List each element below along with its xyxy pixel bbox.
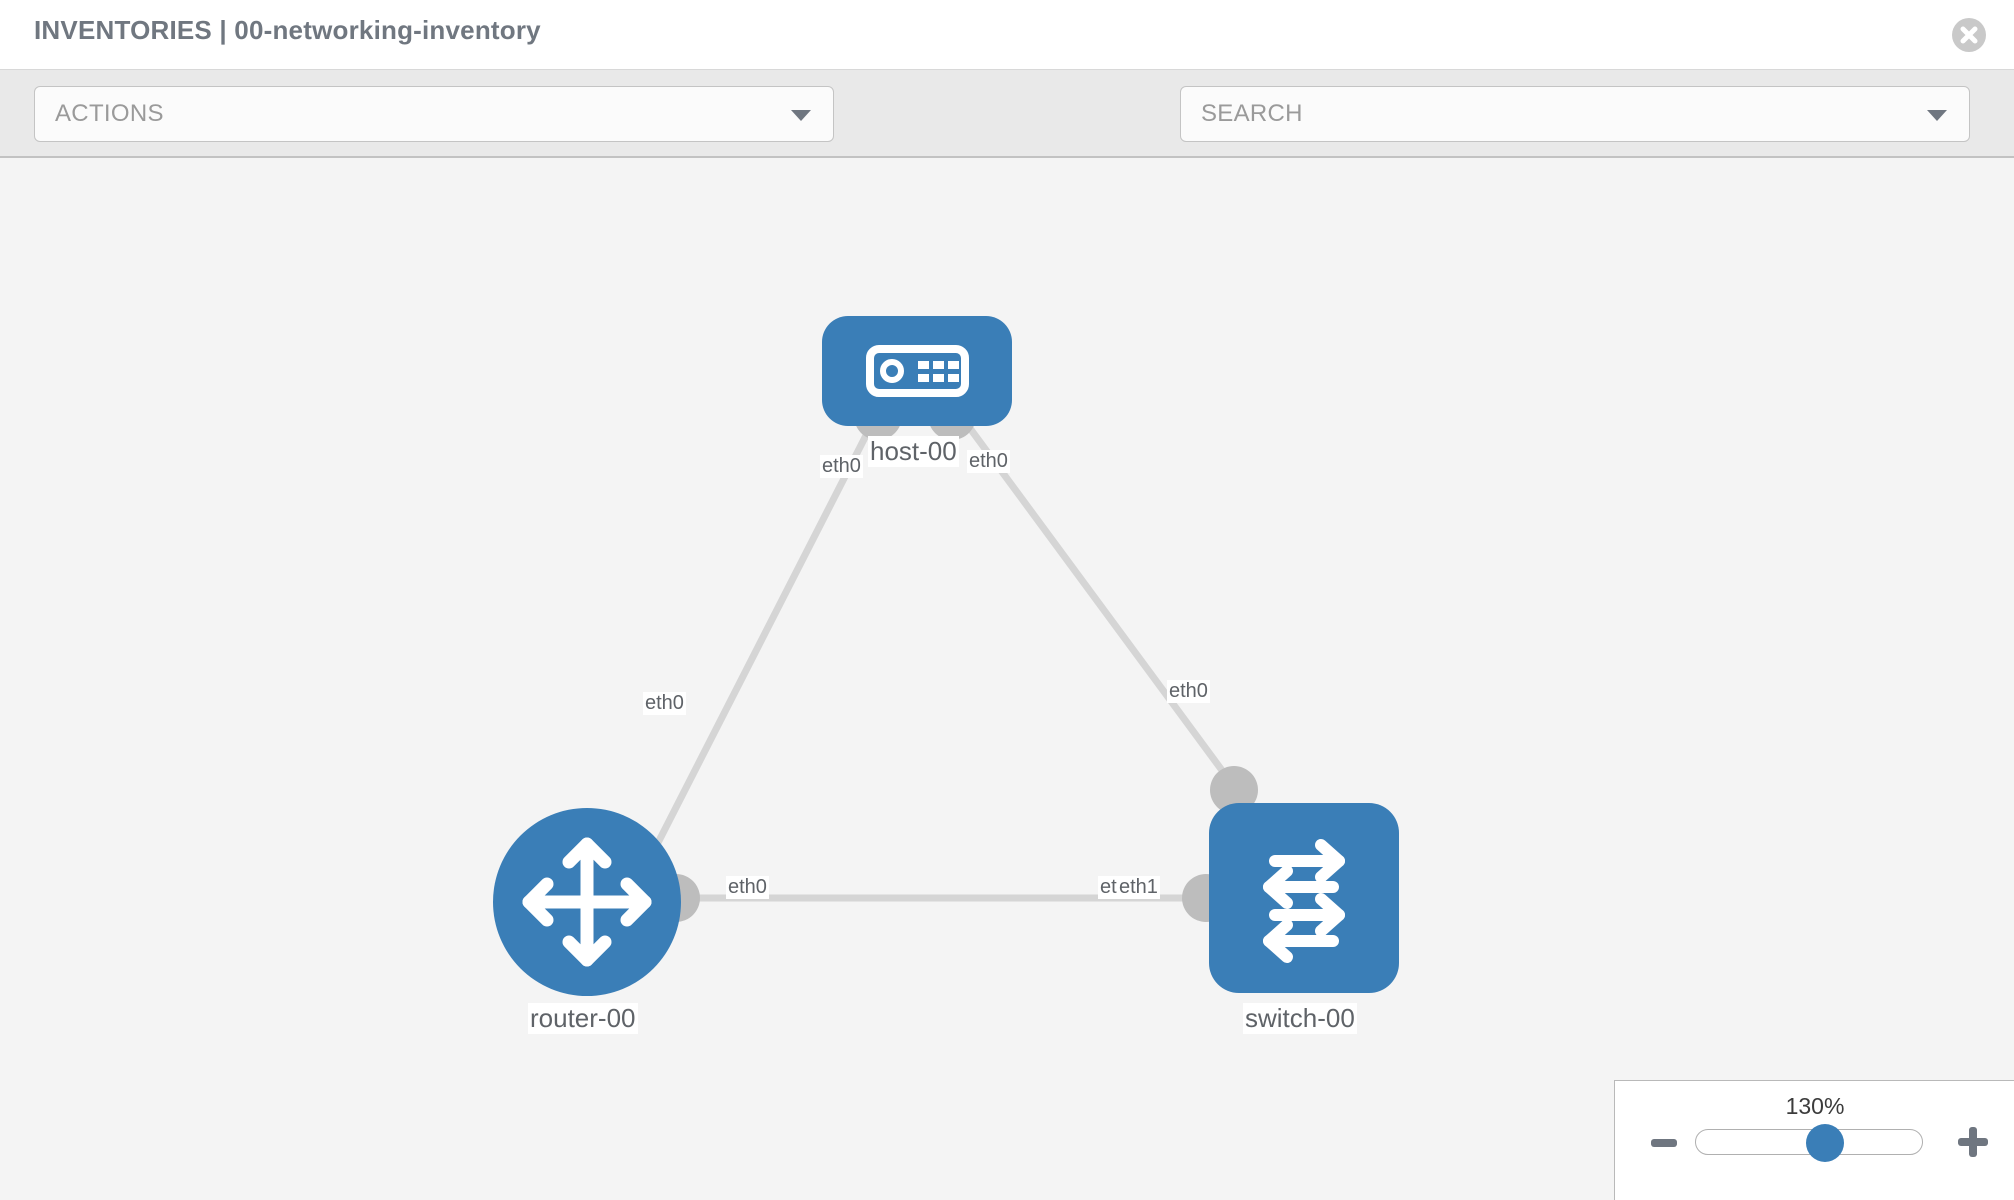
zoom-control-panel: 130% xyxy=(1614,1080,2014,1200)
switch-icon xyxy=(1263,839,1345,963)
edge-label-host-right-eth0: eth0 xyxy=(967,450,1010,473)
node-host-00-shape xyxy=(822,316,1012,426)
node-switch-00[interactable] xyxy=(1209,803,1399,993)
edge-label-switch-left-eth1: eth1 xyxy=(1117,876,1160,899)
search-input-value: SEARCH xyxy=(1201,100,1303,127)
node-label-host-00: host-00 xyxy=(868,436,959,467)
edge-label-switch-up-eth0: eth0 xyxy=(1167,680,1210,703)
chevron-down-icon xyxy=(791,110,811,121)
node-host-00[interactable] xyxy=(822,316,1012,426)
zoom-slider-thumb[interactable] xyxy=(1806,1124,1845,1162)
toolbar: ACTIONS SEARCH xyxy=(0,70,2014,192)
node-router-00[interactable] xyxy=(493,808,681,996)
minus-icon[interactable] xyxy=(1651,1139,1677,1147)
search-input[interactable]: SEARCH xyxy=(1180,86,1970,142)
edge-host-router xyxy=(636,404,884,882)
actions-dropdown-label: ACTIONS xyxy=(55,100,164,127)
zoom-slider[interactable] xyxy=(1695,1124,1923,1162)
router-icon xyxy=(522,837,652,967)
topology-graph xyxy=(636,392,1258,922)
edge-label-router-right-eth0: eth0 xyxy=(726,876,769,899)
edge-label-host-left-eth0: eth0 xyxy=(820,455,863,478)
close-icon[interactable] xyxy=(1952,18,1986,52)
topology-canvas[interactable]: host-00 router-00 switch-00 eth0 eth0 et… xyxy=(0,158,2014,1200)
actions-dropdown[interactable]: ACTIONS xyxy=(34,86,834,142)
plus-icon[interactable] xyxy=(1958,1127,1988,1157)
server-icon xyxy=(866,345,969,397)
page-title: INVENTORIES | 00-networking-inventory xyxy=(34,15,541,45)
close-icon-glyph xyxy=(1960,26,1978,44)
page-header: INVENTORIES | 00-networking-inventory xyxy=(0,0,2014,70)
edge-label-router-up-eth0: eth0 xyxy=(643,692,686,715)
endpoint-switch-top xyxy=(1210,766,1258,814)
node-label-router-00: router-00 xyxy=(528,1003,638,1034)
zoom-level-value: 130% xyxy=(1785,1093,1845,1119)
node-label-switch-00: switch-00 xyxy=(1243,1003,1357,1034)
node-switch-00-shape xyxy=(1209,803,1399,993)
chevron-down-icon xyxy=(1927,110,1947,121)
